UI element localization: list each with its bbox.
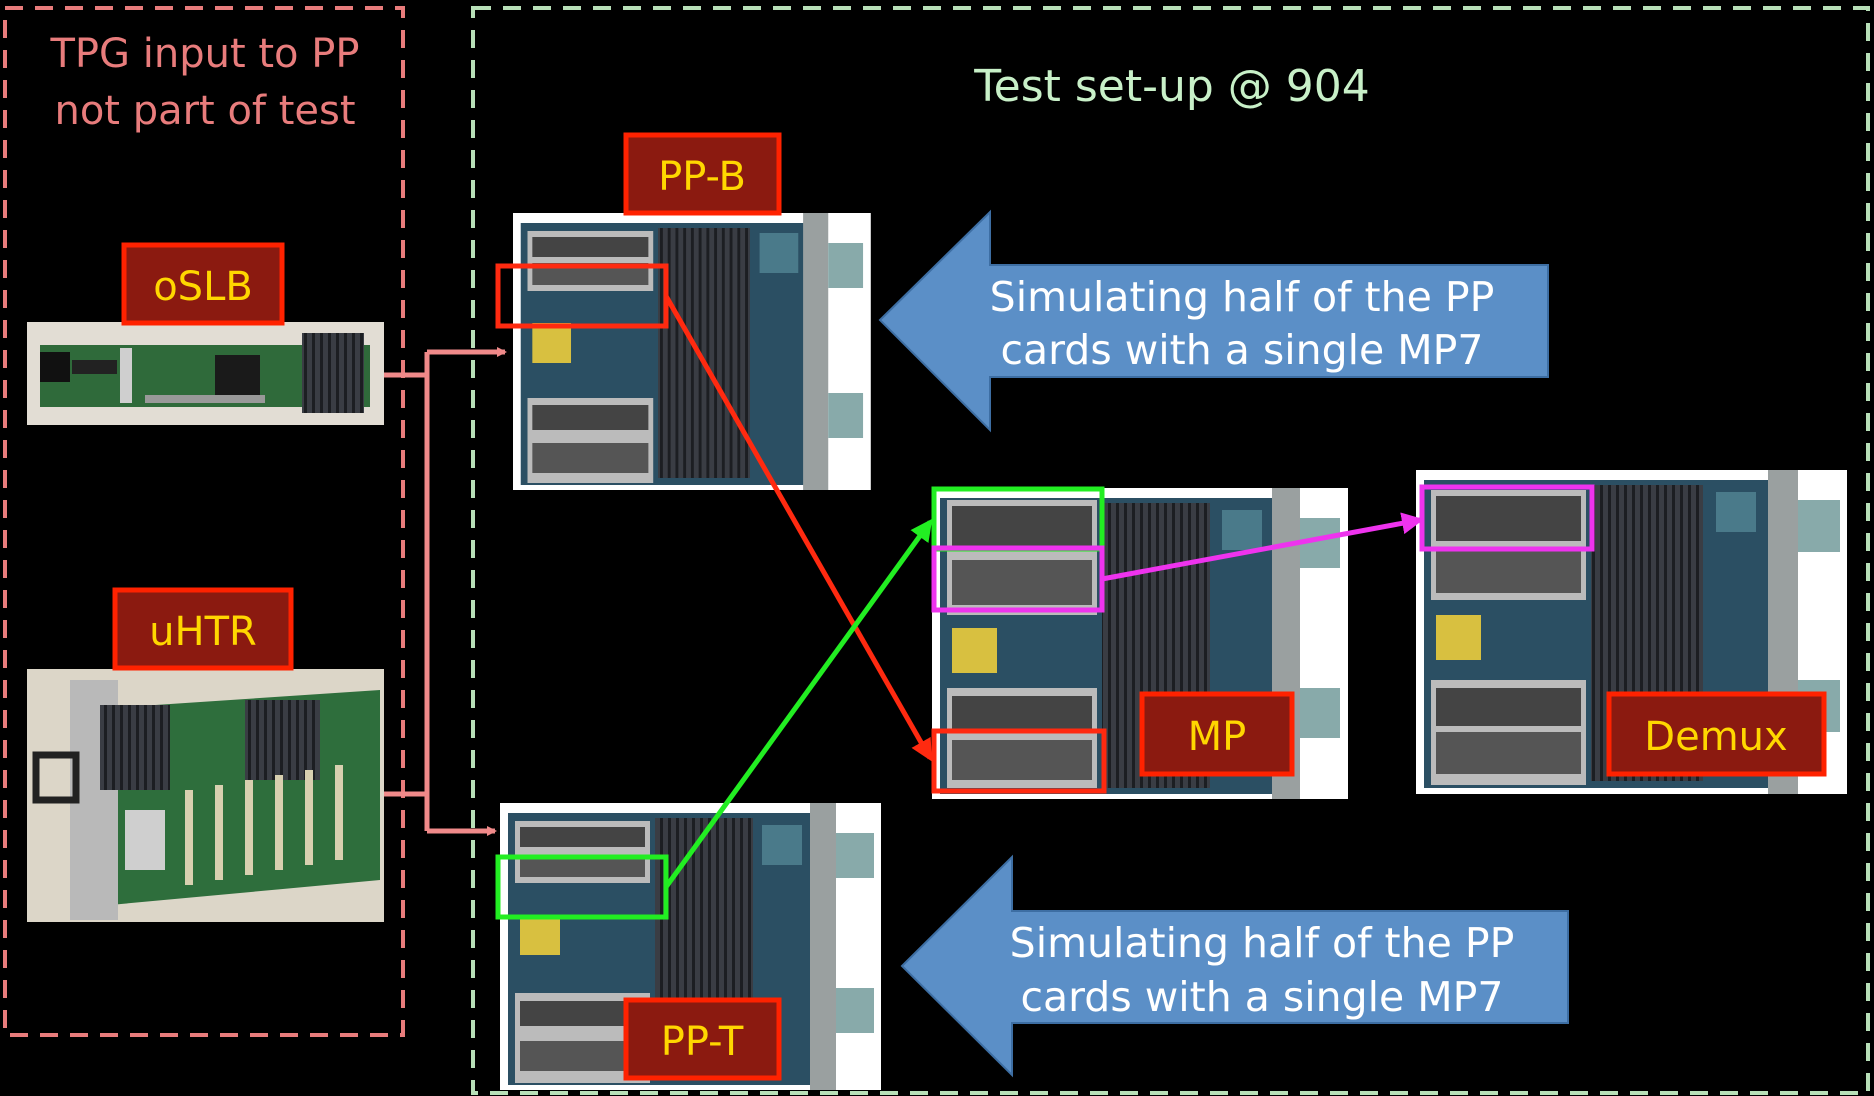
tpg-region-title-line2: not part of test	[54, 88, 355, 134]
label-pp-b: PP-B	[623, 132, 782, 216]
callout-top-line2: cards with a single MP7	[1001, 326, 1484, 374]
tpg-region-title-line1: TPG input to PP	[50, 31, 360, 77]
label-uhtr-text: uHTR	[149, 609, 257, 655]
label-mp-text: MP	[1188, 714, 1247, 760]
callout-arrow-bottom	[900, 854, 1569, 1078]
test-setup-region	[471, 6, 1870, 1095]
oslb-board-image	[27, 322, 384, 425]
label-pp-t-text: PP-T	[661, 1019, 744, 1065]
link-ppt-to-mp	[663, 518, 933, 889]
label-pp-t: PP-T	[623, 997, 782, 1081]
label-mp: MP	[1139, 691, 1295, 777]
mp-input-highlight-bottom	[931, 728, 1107, 794]
pp-b-board-image	[513, 213, 871, 490]
callout-bottom-line1: Simulating half of the PP	[1010, 919, 1515, 967]
label-demux-text: Demux	[1644, 714, 1787, 760]
tpg-feed-arrows	[384, 347, 507, 836]
tpg-input-region	[3, 6, 405, 1037]
label-uhtr: uHTR	[112, 587, 294, 671]
uhtr-board-image	[27, 669, 384, 922]
callout-arrow-top	[878, 209, 1549, 433]
callout-top-line1: Simulating half of the PP	[990, 273, 1495, 321]
label-pp-b-text: PP-B	[658, 154, 746, 200]
link-ppb-to-mp	[663, 294, 933, 762]
link-mp-to-demux	[1101, 512, 1424, 582]
label-demux: Demux	[1606, 691, 1827, 777]
label-oslb: oSLB	[121, 242, 285, 326]
label-oslb-text: oSLB	[153, 264, 253, 310]
test-setup-title: Test set-up @ 904	[973, 61, 1370, 112]
callout-bottom-line2: cards with a single MP7	[1021, 973, 1504, 1021]
